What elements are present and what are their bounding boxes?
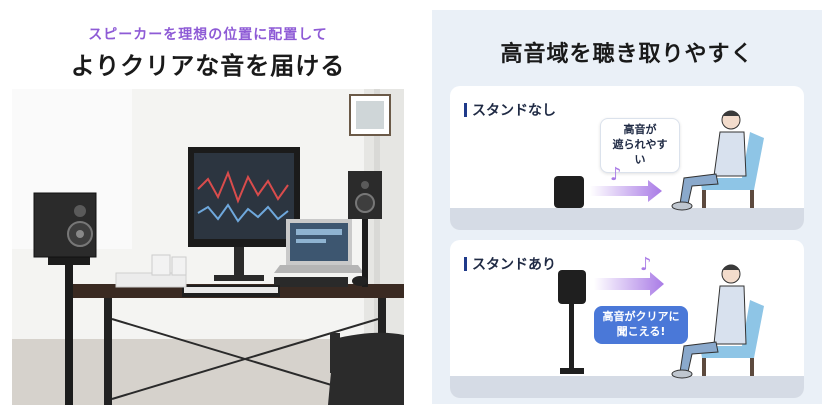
bubble-clear: 高音がクリアに 聞こえる! — [594, 306, 688, 344]
scene-without-stand — [450, 110, 804, 230]
label-without-stand: スタンドなし — [464, 100, 556, 120]
left-panel: スピーカーを理想の位置に配置して よりクリアな音を届ける — [0, 0, 416, 414]
sound-arrow-high — [594, 272, 664, 296]
person-body — [713, 131, 747, 177]
desk-setup-photo — [12, 89, 404, 405]
speaker-stand — [569, 304, 574, 370]
person-body-2 — [713, 285, 747, 345]
office-chair — [328, 332, 404, 405]
sub-headline: スピーカーを理想の位置に配置して — [88, 27, 328, 43]
mouse — [352, 276, 368, 286]
speaker-stand-left — [65, 264, 73, 405]
right-panel: 高音域を聴き取りやすく — [432, 10, 822, 404]
music-note-icon: ♪ — [610, 164, 622, 185]
chair-2 — [700, 300, 764, 358]
stand-speaker — [558, 270, 586, 304]
headline: よりクリアな音を届ける — [70, 51, 346, 80]
sound-arrow — [590, 180, 662, 202]
bubble-blocked: 高音が 遮られやすい — [600, 118, 680, 173]
right-title: 高音域を聴き取りやすく — [500, 41, 754, 67]
label-with-stand: スタンドあり — [464, 254, 556, 274]
floor-speaker — [554, 176, 584, 208]
card-with-stand: スタンドあり ♪ 高音がクリアに 聞こえる! — [450, 240, 804, 398]
speaker-stand-right — [362, 217, 368, 287]
keyboard — [274, 277, 348, 287]
card-without-stand: スタンドなし 高音が 遮られやすい ♪ — [450, 86, 804, 230]
music-note-icon-2: ♪ — [640, 254, 652, 275]
scene-with-stand — [450, 264, 804, 398]
chair — [700, 132, 764, 190]
